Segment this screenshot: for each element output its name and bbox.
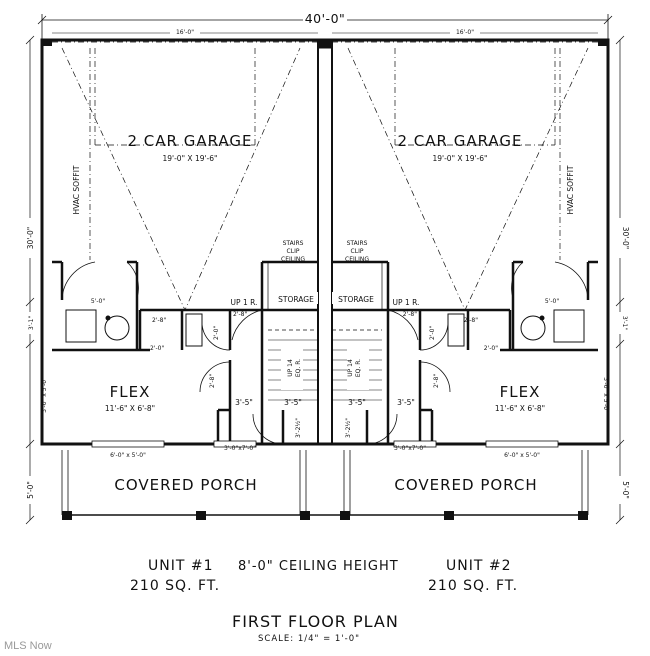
unit1-flex-label: FLEX xyxy=(110,383,151,401)
unit2-stair-up: UP 14 xyxy=(347,359,354,377)
left-porch-depth: 5'-0" xyxy=(26,481,35,499)
unit1-garage-label: 2 CAR GARAGE xyxy=(127,132,252,150)
unit1-hall-dim-2: 3'-5" xyxy=(284,398,302,407)
left-jog-dimension: 3'-1" xyxy=(28,316,35,330)
unit1-porch-label: COVERED PORCH xyxy=(114,476,257,494)
unit1-dim-door-1: 2'-8" xyxy=(152,317,166,324)
porch-structure xyxy=(61,450,589,516)
unit2-hvac-soffit: HVAC SOFFIT xyxy=(566,165,575,214)
porch-posts xyxy=(62,511,588,520)
unit1-stairs-note-1: STAIRS xyxy=(283,240,304,247)
unit2-stair-dim: 3'-2½" xyxy=(345,418,352,438)
plan-scale: SCALE: 1/4" = 1'-0" xyxy=(258,634,361,644)
unit1-stair-eq: EQ. R. xyxy=(295,359,302,377)
right-flex-window: 3'-0" x 5'-0" xyxy=(602,377,609,413)
unit2-garage-size: 19'-0" X 19'-6" xyxy=(433,154,488,163)
unit1-dim-door-3: 2'-0" xyxy=(213,326,220,340)
unit2-stairs-note-2: CLIP xyxy=(351,248,364,255)
unit2-stair-eq: EQ. R. xyxy=(355,359,362,377)
unit2-area: 210 SQ. FT. xyxy=(428,578,519,594)
garage-width-right: 16'-0" xyxy=(456,29,474,36)
unit2-dim-door-4: 2'-8" xyxy=(433,374,440,388)
unit1-storage-label: STORAGE xyxy=(278,295,314,304)
unit1-stairs-note-2: CLIP xyxy=(287,248,300,255)
unit2-stairs-note-3: CEILING xyxy=(345,256,369,263)
unit2-hall-dim-2: 3'-5" xyxy=(348,398,366,407)
unit2-dim-up: 2'-8" xyxy=(403,311,417,318)
unit1-front-door-dim: 3'-0"x7'-0" xyxy=(224,445,256,452)
unit2-flex-label: FLEX xyxy=(500,383,541,401)
unit2-interior-walls xyxy=(332,260,598,444)
unit2-garage-label: 2 CAR GARAGE xyxy=(397,132,522,150)
unit2-wh-dim: 5'-0" xyxy=(545,298,559,305)
unit1-window-dim: 6'-0" x 5'-0" xyxy=(110,452,146,459)
unit1-dim-door-2: 2'-0" xyxy=(150,345,164,352)
unit1-up-label: UP 1 R. xyxy=(231,298,258,307)
right-jog-dimension: 3'-1" xyxy=(621,316,628,330)
unit2-storage-label: STORAGE xyxy=(338,295,374,304)
unit1-dim-door-4: 2'-8" xyxy=(209,374,216,388)
garage-width-left: 16'-0" xyxy=(176,29,194,36)
unit2-window-dim: 6'-0" x 5'-0" xyxy=(504,452,540,459)
unit2-stairs-note-1: STAIRS xyxy=(347,240,368,247)
watermark: MLS Now xyxy=(4,640,52,652)
unit1-wh-dim: 5'-0" xyxy=(91,298,105,305)
unit2-hall-dim: 3'-5" xyxy=(397,398,415,407)
unit1-stair-dim: 3'-2½" xyxy=(295,418,302,438)
right-porch-depth: 5'-0" xyxy=(621,481,630,499)
right-depth-dimension: 30'-0" xyxy=(621,227,630,250)
ceiling-height: 8'-0" CEILING HEIGHT xyxy=(238,559,399,574)
unit2-name: UNIT #2 xyxy=(446,558,512,574)
unit1-garage-size: 19'-0" X 19'-6" xyxy=(163,154,218,163)
unit1-flex-size: 11'-6" X 6'-8" xyxy=(105,404,155,413)
plan-title: FIRST FLOOR PLAN xyxy=(232,612,399,631)
unit1-name: UNIT #1 xyxy=(148,558,214,574)
door-swings xyxy=(61,261,589,445)
exterior-walls xyxy=(40,38,610,446)
unit2-front-door-dim: 3'-0"x7'-0" xyxy=(394,445,426,452)
unit1-dim-up: 2'-8" xyxy=(233,311,247,318)
unit2-dim-door-1: 2'-8" xyxy=(464,317,478,324)
left-flex-window: 3'-0" x 5'-0" xyxy=(41,377,48,413)
unit2-dim-door-2: 2'-0" xyxy=(484,345,498,352)
unit1-area: 210 SQ. FT. xyxy=(130,578,221,594)
unit1-hvac-soffit: HVAC SOFFIT xyxy=(72,165,81,214)
unit1-stairs-note-3: CEILING xyxy=(281,256,305,263)
unit1-stair-up: UP 14 xyxy=(287,359,294,377)
overall-width-label: 40'-0" xyxy=(305,11,346,26)
left-depth-dimension: 30'-0" xyxy=(26,227,35,250)
unit2-flex-size: 11'-6" X 6'-8" xyxy=(495,404,545,413)
unit2-dim-door-3: 2'-0" xyxy=(429,326,436,340)
unit2-porch-label: COVERED PORCH xyxy=(394,476,537,494)
unit1-interior-walls xyxy=(52,260,318,444)
unit2-up-label: UP 1 R. xyxy=(393,298,420,307)
unit1-hall-dim: 3'-5" xyxy=(235,398,253,407)
